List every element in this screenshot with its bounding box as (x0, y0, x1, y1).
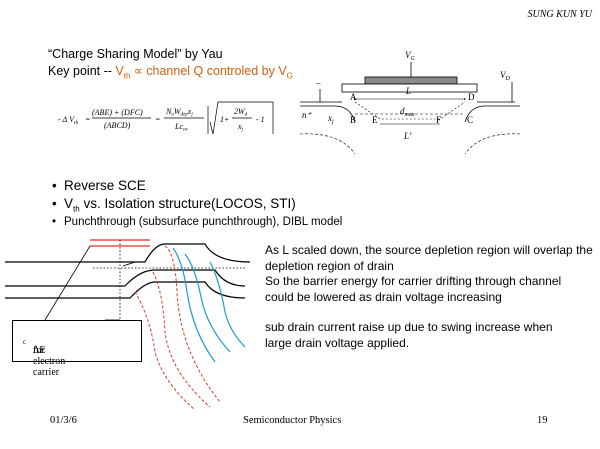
red-dashed-curve-3 (134, 291, 196, 410)
key-point-prefix: Key point -- (48, 64, 116, 78)
point-f: F (436, 115, 441, 125)
source-terminal-label: – (315, 78, 321, 88)
xj-label: xj (327, 113, 334, 125)
explanation-p4: sub drain current raise up due to swing … (265, 320, 553, 334)
footer-date: 01/3/6 (50, 415, 77, 426)
explanation-p3: could be lowered as drain voltage increa… (265, 289, 502, 304)
bullet-reverse-sce: •Reverse SCE (52, 178, 146, 193)
charge-sharing-formula: - Δ Vth = (ABE) + (DFC) (ABCD) = NaWdepx… (58, 101, 274, 135)
blue-curve-2 (184, 253, 231, 353)
point-d: D (468, 92, 475, 102)
point-c: C (467, 115, 473, 125)
formula-root-minus: - 1 (256, 115, 265, 124)
valence-band-curve (5, 269, 246, 287)
nplus-label: n⁺ (302, 110, 313, 120)
point-b: B (350, 115, 356, 125)
explanation-p2: So the barrier energy for carrier drifti… (265, 274, 562, 288)
slide-title: “Charge Sharing Model” by Yau (48, 47, 223, 61)
formula-root-num: 2Wd (234, 107, 248, 118)
point-e: E (372, 115, 378, 125)
footer-page-number: 19 (537, 415, 548, 426)
formula-den1: (ABCD) (104, 121, 131, 130)
blue-curve-1 (172, 247, 216, 363)
formula-den2: Lcox (174, 122, 189, 133)
formula-num2: NaWdepxj (165, 107, 193, 118)
formula-eq1: = (85, 115, 90, 124)
point-a: A (350, 92, 357, 102)
formula-lhs: - Δ Vth (58, 115, 78, 126)
explanation-text: As L scaled down, the source depletion r… (265, 243, 595, 351)
formula-eq2: = (155, 115, 160, 124)
bullet-punchthrough: •Punchthrough (subsurface punchthrough),… (52, 216, 343, 228)
vg-label: VG (405, 50, 416, 62)
channel-length-label: L (405, 86, 411, 96)
formula-root-one: 1+ (220, 115, 229, 124)
band-lower-curve (5, 281, 246, 299)
key-point-vth: Vth ∝ channel Q controled by VG (115, 64, 293, 81)
red-dashed-curve-2 (152, 271, 211, 408)
explanation-p1: As L scaled down, the source depletion r… (265, 243, 593, 273)
footer-course: Semiconductor Physics (243, 415, 342, 426)
mosfet-cross-section: VG – VD L dmax L’ n⁺ xj A B C D E F (300, 50, 520, 155)
vd-label: VD (500, 70, 511, 82)
formula-root-den: xj (237, 122, 244, 133)
energy-band-diagram (5, 239, 251, 410)
key-point-line: Key point -- Vth ∝ channel Q controled b… (48, 63, 293, 81)
blue-curve-3 (209, 261, 246, 348)
formula-num1: (ABE) + (DFC) (92, 108, 143, 117)
header-author: SUNG KUN YU (527, 9, 592, 20)
bullet-isolation: •Vth vs. Isolation structure(LOCOS, STI) (52, 196, 296, 214)
gate-oxide (341, 83, 478, 93)
explanation-p5: large drain voltage applied. (265, 335, 410, 350)
red-dashed-curve-1 (164, 245, 221, 403)
conduction-band-curve (5, 243, 251, 263)
gate-electrode (364, 76, 458, 85)
lprime-label: L’ (403, 131, 412, 141)
dmax-label: dmax (400, 106, 415, 118)
